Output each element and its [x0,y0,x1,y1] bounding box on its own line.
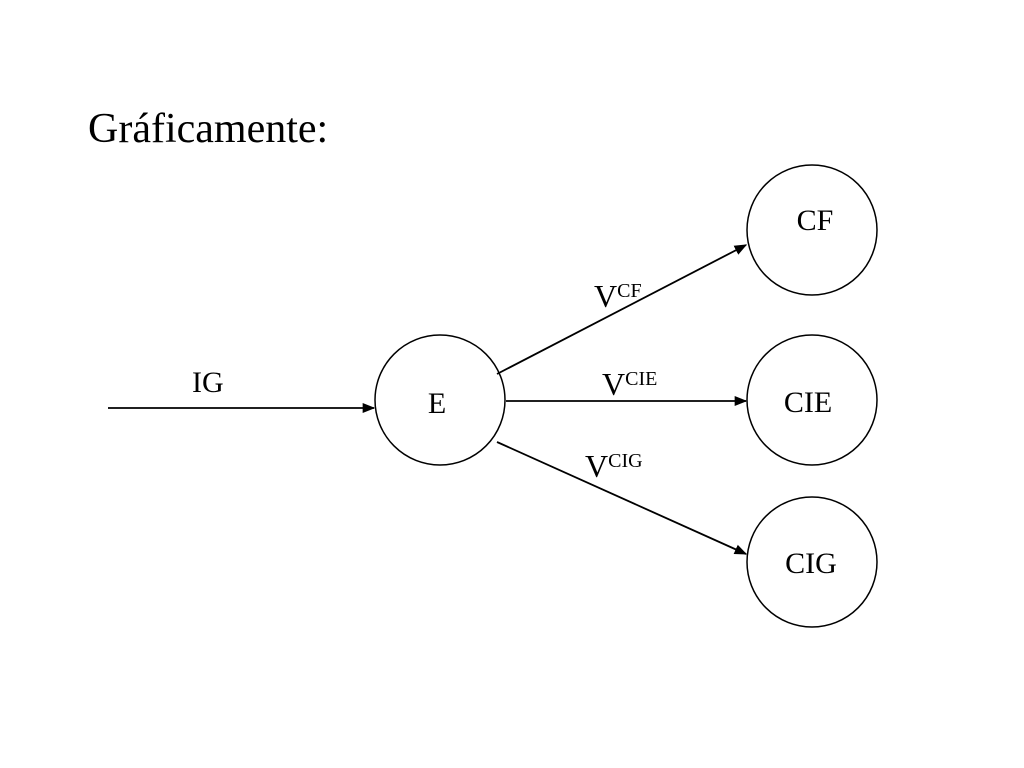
edge-vcie-label: VCIE [602,366,657,402]
edge-vcf-label: VCF [594,278,642,314]
edge-ig-label: IG [192,366,224,399]
node-cie-label: CIE [784,386,832,419]
edge-vcig-arrow [496,441,748,555]
edge-vcf-main: V [594,278,617,314]
edge-vcf-sub: CF [617,280,641,302]
node-cf-circle [746,164,878,296]
node-cf-label: CF [797,204,834,237]
slide-title: Gráficamente: [88,106,329,152]
node-cig-circle [746,496,878,628]
edge-vcie-sub: CIE [625,368,657,390]
node-e-label: E [428,387,446,420]
node-e-circle [374,334,506,466]
edge-vcf-arrow [496,244,748,375]
edge-vcie-main: V [602,366,625,402]
edge-vcig-sub: CIG [608,450,642,472]
edge-vcig-label: VCIG [585,448,643,484]
node-cig-label: CIG [785,547,837,580]
edge-vcig-main: V [585,448,608,484]
